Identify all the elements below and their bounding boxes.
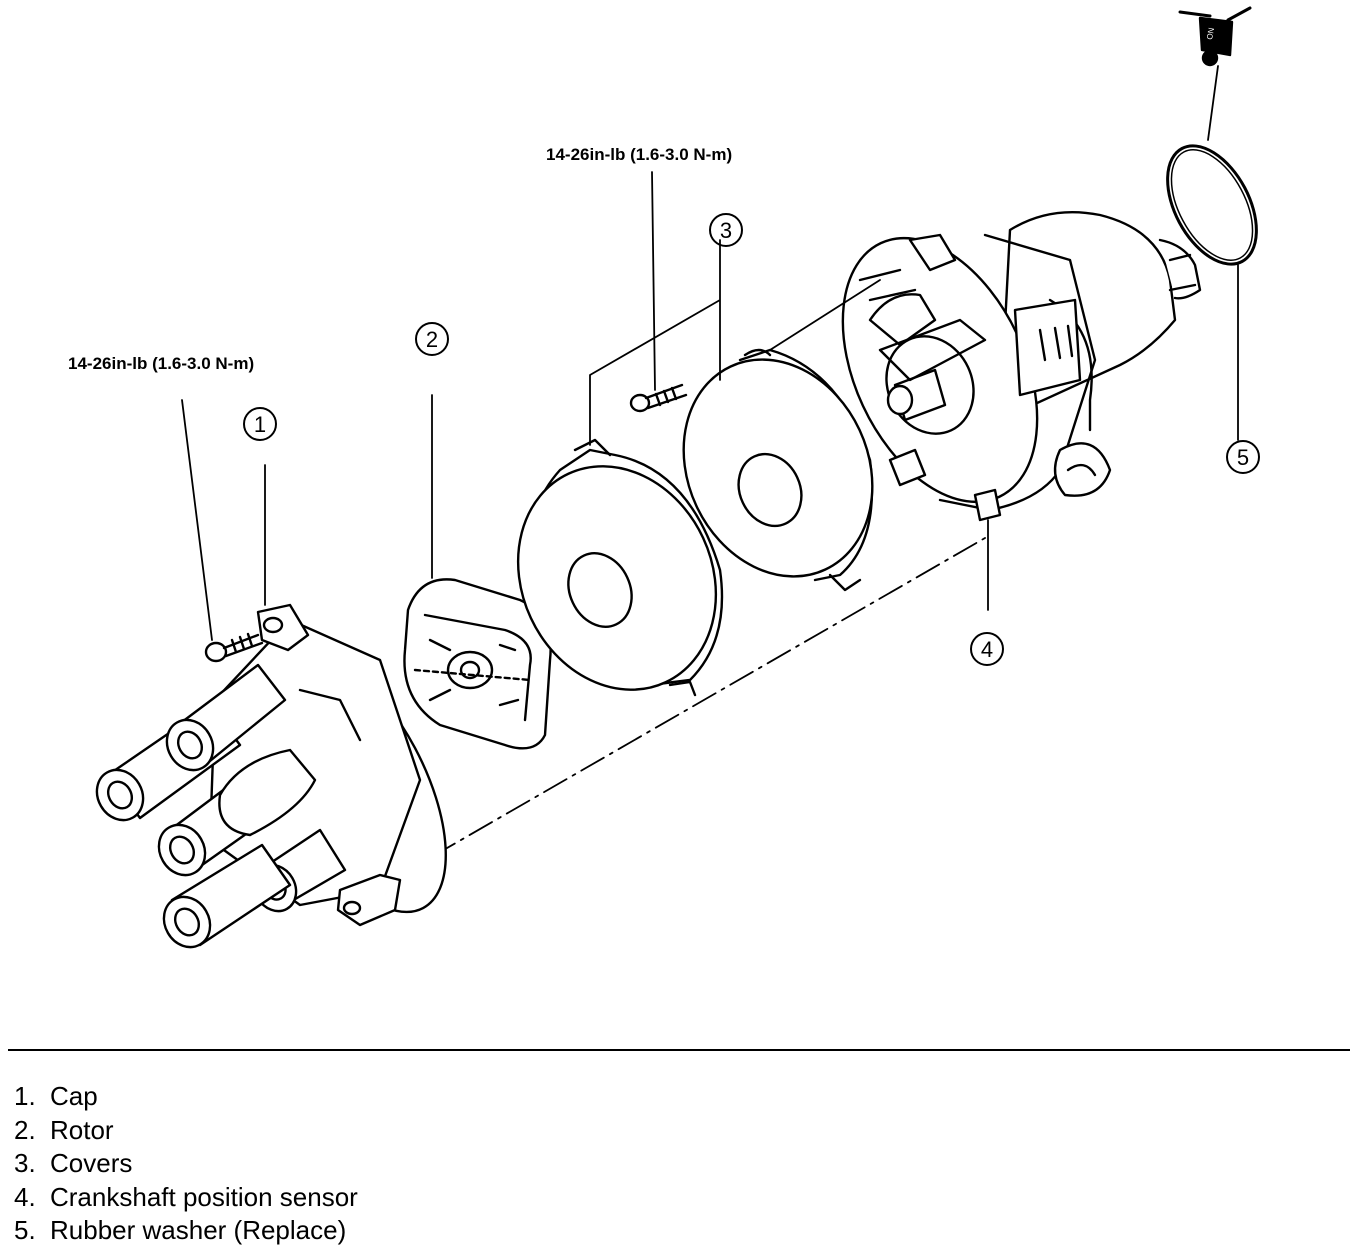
inner-cover (682, 348, 874, 592)
cover-screw (629, 383, 688, 413)
callout-4: 4 (981, 637, 993, 662)
callout-1: 1 (254, 412, 266, 437)
distributor-housing (841, 210, 1202, 522)
legend-item: 1.Cap (14, 1081, 98, 1111)
parts-legend: 1.Cap 2.Rotor 3.Covers 4.Crankshaft posi… (14, 1080, 358, 1248)
key-switch-icon (1178, 6, 1252, 67)
assembly-center-line (394, 537, 986, 879)
legend-item: 3.Covers (14, 1148, 133, 1178)
torque-spec-cap-screw: 14-26in-lb (1.6-3.0 N-m) (68, 354, 254, 373)
switch-label: ON (1205, 27, 1216, 41)
center-terminal (218, 748, 317, 837)
callout-3: 3 (720, 218, 732, 243)
legend-item: 2.Rotor (14, 1114, 114, 1145)
rotor (403, 578, 552, 750)
legend-divider (8, 1049, 1350, 1051)
callout-2: 2 (426, 327, 438, 352)
torque-spec-cover-screw: 14-26in-lb (1.6-3.0 N-m) (546, 145, 732, 164)
legend-item: 5.Rubber washer (Replace) (14, 1215, 347, 1245)
exploded-view-diagram: ON 1 2 3 4 5 14-26in-lb (1.6-3.0 N-m) 14… (68, 6, 1260, 949)
outer-cover (516, 438, 724, 697)
cap-screw (204, 632, 264, 663)
cap-tower (165, 663, 287, 772)
cap-tower (162, 843, 292, 949)
callout-5: 5 (1237, 445, 1249, 470)
distributor-cap (95, 603, 447, 949)
legend-item: 4.Crankshaft position sensor (14, 1181, 358, 1212)
rubber-washer (1166, 144, 1258, 266)
